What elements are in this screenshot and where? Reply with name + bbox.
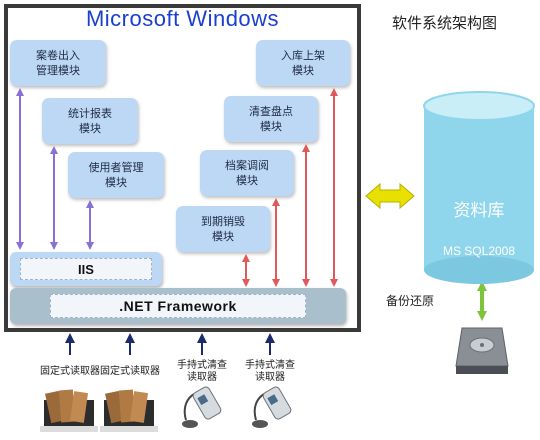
module-label: 档案调阅 模块 — [225, 159, 269, 187]
database-title-text: 资料库 — [453, 201, 505, 221]
database-title: 资料库 — [424, 196, 534, 221]
system-title: Microsoft Windows — [85, 6, 280, 31]
module-statistics-report[interactable]: 统计报表 模块 — [42, 98, 138, 144]
module-label: 清查盘点 模块 — [249, 105, 293, 133]
module-archive-review[interactable]: 档案调阅 模块 — [200, 150, 294, 196]
arrow-panel-database — [365, 182, 415, 210]
client-label-handheld-reader-2: 手持式清查 读取器 — [245, 360, 295, 383]
module-label: 到期销毁 模块 — [201, 215, 245, 243]
backup-label: 备份还原 — [386, 294, 435, 308]
diagram-title: 软件系统架构图 — [392, 14, 498, 32]
client-label-fixed-reader-2: 固定式读取器 — [100, 366, 160, 377]
fixed-reader-icon — [100, 389, 158, 432]
module-expiry-destruction[interactable]: 到期销毁 模块 — [176, 206, 270, 252]
module-label: 案卷出入 管理模块 — [36, 49, 80, 77]
module-label: 入库上架 模块 — [281, 49, 325, 77]
iis-label: IIS — [20, 258, 152, 280]
hard-drive-icon — [455, 327, 509, 374]
database-subtitle-text: MS SQL2008 — [442, 244, 516, 258]
client-label-fixed-reader-1: 固定式读取器 — [40, 366, 100, 377]
module-archive-entry[interactable]: 案卷出入 管理模块 — [10, 40, 106, 86]
module-label: 使用者管理 模块 — [88, 161, 144, 189]
client-label-handheld-reader-1: 手持式清查 读取器 — [177, 360, 227, 383]
dotnet-framework-bar[interactable]: .NET Framework — [10, 288, 346, 324]
handheld-scanner-icon — [182, 386, 222, 428]
database-subtitle: MS SQL2008 — [424, 240, 534, 259]
iis-bar[interactable]: IIS — [10, 252, 162, 286]
module-user-management[interactable]: 使用者管理 模块 — [68, 152, 164, 198]
fixed-reader-icon — [40, 389, 98, 432]
module-label: 统计报表 模块 — [68, 107, 112, 135]
database-cylinder-icon — [423, 91, 535, 284]
dotnet-framework-label: .NET Framework — [50, 294, 306, 318]
handheld-scanner-icon — [252, 386, 292, 428]
module-inventory-check[interactable]: 清查盘点 模块 — [224, 96, 318, 142]
module-storage-shelving[interactable]: 入库上架 模块 — [256, 40, 350, 86]
